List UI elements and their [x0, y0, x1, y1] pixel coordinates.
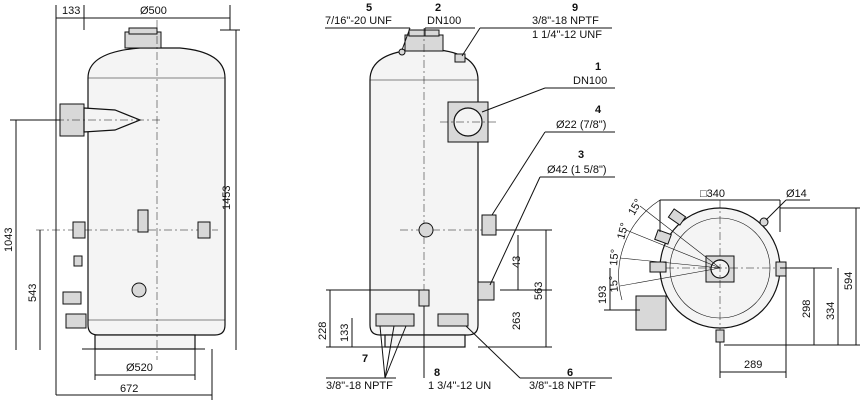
- callout-5-num: 5: [366, 2, 372, 14]
- callout-6-num: 6: [567, 367, 573, 379]
- callout-8-num: 8: [434, 367, 440, 379]
- callout-5-spec: 7/16"-20 UNF: [325, 15, 392, 27]
- side-port-6: [437, 313, 469, 327]
- side-ports-7: [375, 313, 415, 327]
- dim-side-563: 563: [533, 282, 545, 300]
- front-center-fitting: [137, 209, 149, 233]
- dim-side-263: 263: [511, 312, 523, 330]
- callout-2-num: 2: [435, 2, 441, 14]
- side-center-port: [418, 222, 434, 238]
- front-lower-fitting-2: [65, 313, 87, 329]
- dim-height-1043: 1043: [3, 228, 15, 252]
- dim-top-angle-1: 15°: [626, 197, 645, 217]
- callout-9-spec2: 1 1/4"-12 UNF: [532, 29, 602, 41]
- callout-8-spec: 1 3/4"-12 UN: [428, 380, 491, 392]
- side-port-8: [418, 289, 430, 307]
- top-bottom-fitting: [715, 329, 725, 343]
- front-left-fitting: [72, 221, 86, 239]
- top-fitting-2: [654, 229, 672, 245]
- callout-4-num: 4: [595, 104, 602, 116]
- callout-4-spec: Ø22 (7/8"): [556, 119, 606, 131]
- dim-top-angle-2: 15°: [615, 222, 631, 241]
- front-lower-fitting-1: [62, 291, 82, 305]
- dim-top-angle-3: 15°: [608, 249, 621, 267]
- front-sight-glass: [131, 282, 147, 298]
- top-view: □340 Ø14 15° 15° 15° 15° 193 298 334 594…: [597, 188, 860, 378]
- dim-top-298: 298: [801, 300, 813, 318]
- front-small-fitting: [73, 255, 83, 267]
- dim-top-square: □340: [700, 188, 725, 200]
- top-right-fitting: [775, 261, 787, 277]
- side-port-9: [454, 53, 466, 63]
- dim-side-43: 43: [511, 256, 523, 268]
- side-port-4: [481, 214, 497, 236]
- callout-3-num: 3: [578, 149, 584, 161]
- dim-top-594: 594: [843, 272, 855, 290]
- dim-flange-offset: 133: [62, 5, 80, 17]
- dim-width-total: 672: [120, 383, 138, 395]
- dim-side-133: 133: [339, 324, 351, 342]
- dim-height-total: 1453: [221, 186, 233, 210]
- callout-1-num: 1: [595, 61, 601, 73]
- dim-height-543: 543: [27, 284, 39, 302]
- front-top-flange-cap: [128, 27, 158, 35]
- dim-top-angle-4: 15°: [608, 275, 621, 293]
- dim-top-193: 193: [597, 286, 609, 304]
- callout-2-spec: DN100: [427, 15, 461, 27]
- dim-base-diameter: Ø520: [126, 362, 153, 374]
- side-port-3: [477, 281, 495, 301]
- top-fitting-1: [667, 208, 687, 226]
- dim-top-289: 289: [744, 359, 762, 371]
- callout-9-num: 9: [572, 2, 578, 14]
- callout-7-spec: 3/8"-18 NPTF: [326, 380, 393, 392]
- dim-side-228: 228: [317, 322, 329, 340]
- side-base: [384, 334, 466, 348]
- front-tank-body: [87, 47, 226, 336]
- callout-9-spec: 3/8"-18 NPTF: [532, 15, 599, 27]
- front-right-fitting: [197, 221, 211, 239]
- front-base: [94, 334, 196, 350]
- front-view: 133 Ø500 1453 1043: [3, 5, 240, 400]
- callout-1-spec: DN100: [573, 75, 607, 87]
- callout-7-num: 7: [362, 353, 368, 365]
- callout-6-spec: 3/8"-18 NPTF: [529, 380, 596, 392]
- side-view: 5 7/16"-20 UNF 2 DN100 9 3/8"-18 NPTF 1 …: [317, 2, 615, 392]
- dim-top-hole: Ø14: [786, 188, 807, 200]
- dim-top-diameter: Ø500: [140, 5, 167, 17]
- top-inlet-flange: [635, 295, 667, 331]
- dim-top-334: 334: [825, 302, 837, 320]
- top-fitting-3: [649, 261, 667, 273]
- callout-3-spec: Ø42 (1 5/8"): [547, 164, 607, 176]
